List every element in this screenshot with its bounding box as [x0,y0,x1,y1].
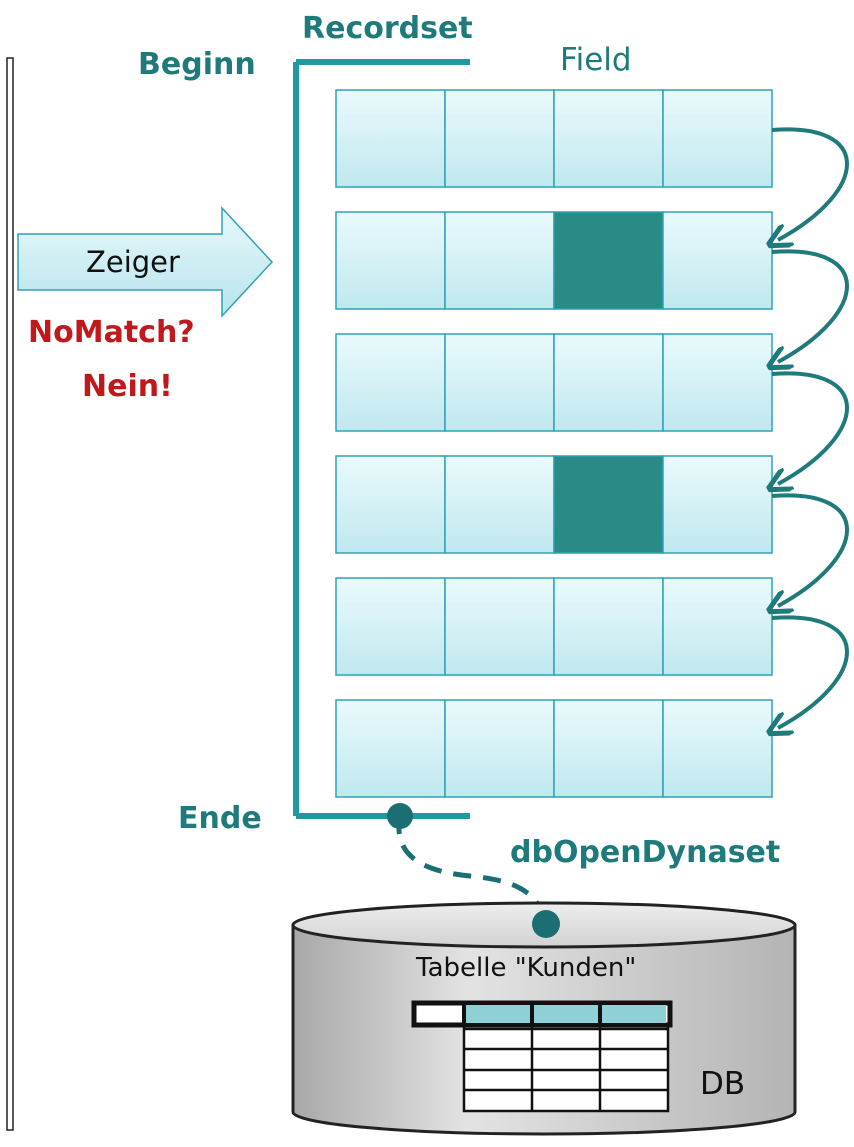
field-cell [662,699,773,798]
db-label: DB [700,1066,745,1102]
movenext-arrows [772,127,849,728]
record-row [335,699,773,798]
field-cell [553,333,664,432]
field-cell [662,333,773,432]
left-panel-border [6,57,14,1131]
record-row [335,211,773,310]
field-cell [662,211,773,310]
record-row [335,577,773,676]
field-cell [335,211,446,310]
records-grid [335,89,773,798]
field-cell [335,333,446,432]
field-cell [444,333,555,432]
movenext-arrow [772,493,849,606]
field-cell [553,699,664,798]
record-row [335,333,773,432]
field-cell [662,89,773,188]
zeiger-label: Zeiger [86,245,180,279]
kunden-table [411,1000,673,1113]
matched-field-cell [553,455,664,554]
field-cell [444,455,555,554]
movenext-arrow [772,615,849,728]
movenext-arrow [772,127,849,240]
field-cell [444,89,555,188]
recordset-label: Recordset [302,11,473,46]
connection-link [387,803,549,923]
table-caption: Tabelle "Kunden" [415,953,636,983]
field-cell [662,455,773,554]
field-cell [553,577,664,676]
field-cell [335,699,446,798]
field-cell [662,577,773,676]
record-row [335,455,773,554]
recordset-bracket [293,59,470,819]
nein-label: Nein! [82,369,173,404]
field-cell [444,211,555,310]
field-cell [335,455,446,554]
field-cell [444,577,555,676]
record-row [335,89,773,188]
movenext-arrow [772,371,849,484]
matched-field-cell [553,211,664,310]
movenext-arrow [772,249,849,362]
field-label: Field [560,42,632,78]
zeiger-arrow [17,206,274,318]
nomatch-label: NoMatch? [28,315,195,350]
ende-label: Ende [178,801,262,836]
beginn-label: Beginn [138,47,256,82]
field-cell [335,89,446,188]
field-cell [335,577,446,676]
field-cell [444,699,555,798]
dbopendynaset-label: dbOpenDynaset [510,835,780,870]
field-cell [553,89,664,188]
